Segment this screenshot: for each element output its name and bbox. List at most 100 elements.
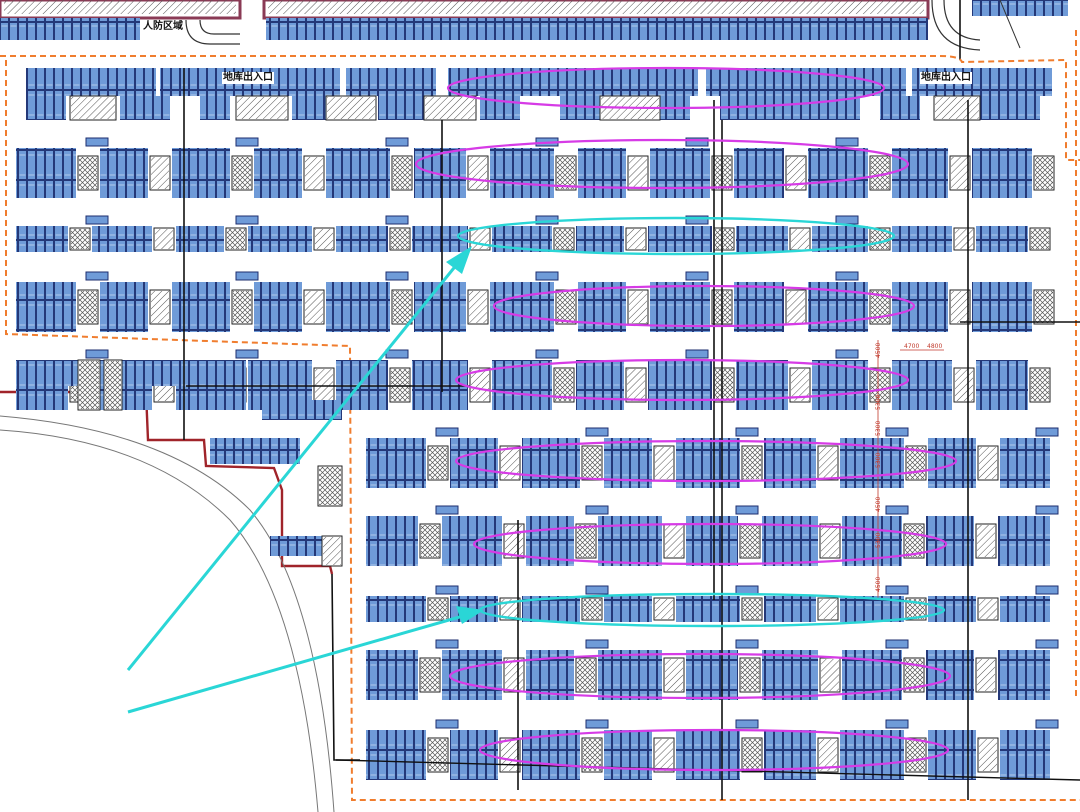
row0-lower-stalls-4 — [378, 96, 428, 120]
row3-stalls-9 — [734, 282, 784, 332]
row4-tab-1 — [235, 349, 259, 359]
row9-tab-2 — [735, 719, 759, 729]
row7-stalls-3 — [604, 596, 652, 622]
row4-tab-5 — [835, 349, 859, 359]
row5-core-2-fill — [583, 447, 601, 479]
row4-tab-0 — [85, 349, 109, 359]
top-right-diagonal — [999, 0, 1021, 49]
row1-core-6-fill — [557, 157, 575, 189]
dimension-v-4: 5300 — [875, 452, 882, 468]
row8-stalls-5 — [762, 650, 818, 700]
row7-stalls-5 — [764, 596, 816, 622]
row6-tab-3 — [885, 505, 909, 515]
row7-tab-0 — [435, 585, 459, 595]
magenta-ellipse-7 — [448, 652, 952, 700]
row2-stalls-9 — [736, 226, 788, 252]
left-cluster-stalls-b — [186, 360, 246, 410]
row4-stalls-5 — [412, 360, 468, 410]
row2-core-3-fill — [315, 229, 333, 249]
row2-core-2-fill — [227, 229, 245, 249]
row3-core-0-fill — [79, 291, 97, 323]
row3-stalls-12 — [972, 282, 1032, 332]
dimension-v-3: 5300 — [875, 420, 882, 436]
row6-tab-4 — [1035, 505, 1059, 515]
row8-stalls-3 — [598, 650, 662, 700]
row5-core-0-fill — [429, 447, 447, 479]
row3-core-1-fill — [151, 291, 169, 323]
row8-core-0-fill — [421, 659, 439, 691]
row9-tab-0 — [435, 719, 459, 729]
row0-core-0-fill — [71, 97, 115, 119]
row9-core-3-fill — [655, 739, 673, 771]
site-road-inner — [0, 415, 335, 812]
row6-tab-2 — [735, 505, 759, 515]
row2-stalls-3 — [248, 226, 312, 252]
row4-core-7-fill — [627, 369, 645, 401]
row5-core-3-fill — [655, 447, 673, 479]
left-cluster-stalls-c — [210, 438, 300, 464]
row2-stalls-5 — [412, 226, 468, 252]
dashed-boundary-top — [0, 55, 1080, 161]
left-cluster-core-c-fill — [319, 467, 341, 505]
row8-core-4-fill — [741, 659, 759, 691]
ramp-curve-left-inner — [199, 19, 240, 35]
row1-core-9-fill — [787, 157, 805, 189]
dimension-h-2: 4800 — [927, 343, 943, 350]
row8-tab-4 — [1035, 639, 1059, 649]
dimension-h-1: 4700 — [904, 343, 920, 350]
row2-core-1-fill — [155, 229, 173, 249]
row2-core-9-fill — [791, 229, 809, 249]
dimension-v-7: 4500 — [875, 576, 882, 592]
row2-core-4-fill — [391, 229, 409, 249]
row9-tab-1 — [585, 719, 609, 729]
top-stalls-middle — [266, 18, 928, 40]
ramp-curve-left — [185, 19, 240, 45]
row5-core-1-fill — [501, 447, 519, 479]
row3-core-7-fill — [629, 291, 647, 323]
cyan-arrow-upper-shaft — [126, 257, 464, 671]
row4-tab-4 — [685, 349, 709, 359]
row2-tab-5 — [835, 215, 859, 225]
row9-tab-3 — [885, 719, 909, 729]
row6-core-1-fill — [505, 525, 523, 557]
left-cluster-stalls-d — [262, 400, 342, 420]
row1-core-0-fill — [79, 157, 97, 189]
cyan-arrows — [126, 246, 484, 714]
row7-tab-1 — [585, 585, 609, 595]
row6-tab-1 — [585, 505, 609, 515]
row1-stalls-0 — [16, 148, 76, 198]
row5-tab-0 — [435, 427, 459, 437]
row2-core-0-fill — [71, 229, 89, 249]
top-stalls-left — [0, 18, 140, 40]
left-cluster-core-b-fill — [105, 361, 121, 409]
row1-tab-1 — [235, 137, 259, 147]
row6-core-2-fill — [577, 525, 595, 557]
row3-core-12-fill — [1035, 291, 1053, 323]
row0-lower-stalls-1 — [120, 96, 170, 120]
row8-core-3-fill — [665, 659, 683, 691]
row6-core-7-fill — [977, 525, 995, 557]
row7-core-1-fill — [501, 599, 519, 619]
row2-core-6-fill — [555, 229, 573, 249]
row5-core-5-fill — [819, 447, 837, 479]
dimension-v-1: 4500 — [875, 342, 882, 358]
row5-stalls-8 — [1000, 438, 1050, 488]
row9-stalls-3 — [604, 730, 652, 780]
row4-core-12-fill — [1031, 369, 1049, 401]
ramp-curve-right — [931, 0, 981, 51]
row3-tab-2 — [385, 271, 409, 281]
top-stalls-right — [972, 0, 1068, 16]
row6-stalls-1 — [442, 516, 502, 566]
parking-rows — [16, 68, 1059, 780]
row2-stalls-7 — [576, 226, 624, 252]
row2-core-11-fill — [955, 229, 973, 249]
row9-core-6-fill — [907, 739, 925, 771]
row0-upper-stalls-3 — [448, 68, 698, 96]
row2-core-8-fill — [715, 229, 733, 249]
row1-core-10-fill — [871, 157, 889, 189]
row3-core-5-fill — [469, 291, 487, 323]
row1-tab-2 — [385, 137, 409, 147]
row8-core-2-fill — [577, 659, 595, 691]
row6-stalls-7 — [926, 516, 974, 566]
row2-stalls-0 — [16, 226, 68, 252]
